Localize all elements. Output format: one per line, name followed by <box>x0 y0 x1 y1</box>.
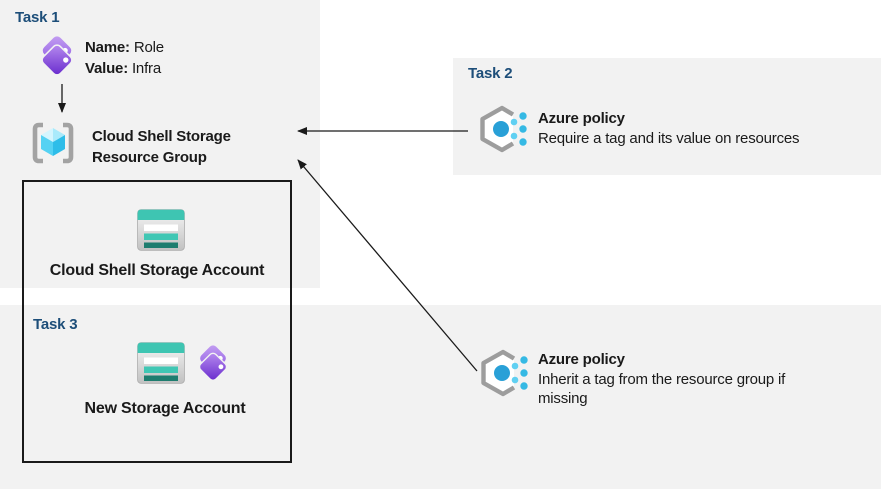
inherit-policy-text: Azure policy Inherit a tag from the reso… <box>538 350 838 408</box>
tag-name-value: Name: Role Value: Infra <box>85 37 164 79</box>
azure-policy-icon <box>481 349 528 397</box>
task2-policy-title: Azure policy <box>538 110 625 127</box>
resource-group-boundary-box <box>22 180 292 463</box>
task2-label: Task 2 <box>468 65 513 82</box>
tag-icon <box>41 36 73 76</box>
inherit-policy-description: Inherit a tag from the resource group if… <box>538 371 786 407</box>
new-storage-account-label: New Storage Account <box>84 400 246 417</box>
tag-name-value: Role <box>133 39 164 56</box>
cloud-shell-storage-account-label: Cloud Shell Storage Account <box>49 262 265 279</box>
storage-account-icon <box>137 342 185 384</box>
task3-label: Task 3 <box>33 316 78 333</box>
tag-name-label: Name: <box>85 39 130 56</box>
resource-group-title-line2: Resource Group <box>92 149 207 166</box>
azure-policy-icon <box>480 105 527 153</box>
storage-account-icon <box>137 209 185 251</box>
resource-group-title: Cloud Shell Storage Resource Group <box>92 126 231 168</box>
inherit-policy-title: Azure policy <box>538 351 625 368</box>
task2-policy-text: Azure policy Require a tag and its value… <box>538 109 800 148</box>
tag-value-value: Infra <box>131 60 161 77</box>
task1-label: Task 1 <box>15 9 60 26</box>
tag-value-label: Value: <box>85 60 128 77</box>
task2-policy-description: Require a tag and its value on resources <box>538 130 800 147</box>
tag-icon <box>198 345 228 382</box>
resource-group-title-line1: Cloud Shell Storage <box>92 128 231 145</box>
resource-group-icon <box>32 122 74 164</box>
